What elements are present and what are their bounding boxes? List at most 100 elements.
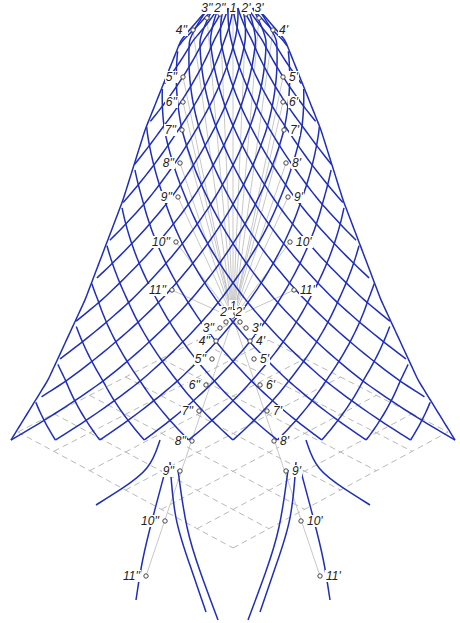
point-marker	[176, 195, 180, 199]
generatrix-line	[211, 8, 391, 321]
callout-number: 4'	[278, 24, 289, 36]
callout-number: 9''	[162, 465, 175, 477]
callout-number: 8'	[279, 435, 290, 447]
callout-number: 8''	[174, 435, 187, 447]
callout-number: 11'	[299, 284, 316, 296]
generatrix-line	[248, 470, 288, 620]
point-marker	[144, 574, 148, 578]
generatrix-line	[165, 8, 219, 84]
callout-number: 5'	[259, 353, 270, 365]
generatrix-line	[162, 89, 410, 440]
generatrix-line	[150, 8, 223, 121]
callout-number: 4''	[198, 335, 211, 347]
callout-number: 3''	[202, 322, 215, 334]
construction-dash	[233, 322, 448, 432]
callout-number: 5'	[288, 71, 299, 83]
point-marker	[286, 195, 290, 199]
callout-number: 5''	[165, 71, 178, 83]
point-marker	[190, 439, 194, 443]
generatrix-line	[411, 402, 431, 440]
callout-number: 9'	[291, 465, 302, 477]
callout-number: 2'	[235, 306, 246, 318]
generatrix-line	[42, 8, 278, 397]
callout-number: 9'	[293, 191, 304, 203]
generatrix-line	[366, 364, 408, 440]
callout-number: 10'	[306, 515, 324, 527]
point-marker	[205, 16, 209, 20]
construction-dash	[54, 414, 269, 529]
point-marker	[258, 383, 262, 387]
callout-number: 10''	[151, 236, 171, 248]
generatrix-line	[76, 8, 256, 321]
generatrix-line	[189, 8, 425, 397]
generatrix-line	[55, 89, 303, 440]
generatrix-line	[147, 127, 366, 440]
generatrix-line	[170, 462, 206, 612]
construction-dash	[197, 414, 412, 529]
generatrix-line	[228, 8, 356, 240]
point-marker	[174, 240, 178, 244]
callout-number: 10''	[140, 515, 160, 527]
callout-number: 3'	[251, 322, 262, 334]
callout-number: 3'	[254, 2, 265, 14]
callout-number: 7''	[181, 405, 194, 417]
callout-number: 11''	[148, 284, 167, 296]
construction-dash	[126, 377, 341, 490]
callout-number: 4'	[255, 335, 266, 347]
generatrix-line	[144, 170, 331, 440]
generatrix-line	[110, 8, 238, 240]
generatrix-line	[238, 8, 332, 165]
construction-dash	[161, 359, 376, 471]
point-marker	[181, 75, 185, 79]
point-marker	[272, 439, 276, 443]
callout-number: 8'	[291, 157, 302, 169]
point-marker	[288, 240, 292, 244]
generatrix-line	[200, 8, 406, 359]
point-marker	[214, 339, 218, 343]
callout-number: 9''	[160, 191, 173, 203]
point-marker	[181, 100, 185, 104]
point-marker	[197, 409, 201, 413]
point-marker	[224, 320, 228, 324]
callout-number: 4''	[175, 24, 188, 36]
projection-line	[182, 130, 233, 318]
construction-lines	[18, 12, 448, 576]
callout-number: 7'	[289, 124, 300, 136]
point-marker	[180, 128, 184, 132]
generatrix-line	[233, 8, 343, 202]
callout-number: 11'	[325, 570, 342, 582]
point-marker	[299, 519, 303, 523]
point-marker	[282, 128, 286, 132]
point-marker	[238, 320, 242, 324]
generatrix-line	[243, 8, 316, 121]
callout-number: 6''	[165, 96, 178, 108]
generatrix-line	[258, 8, 455, 440]
construction-dash	[233, 432, 448, 548]
point-marker	[252, 357, 256, 361]
point-marker	[271, 28, 275, 32]
generatrix-line	[178, 470, 218, 620]
generatrix-line	[58, 364, 100, 440]
callout-number: 7''	[164, 124, 177, 136]
point-marker	[244, 326, 248, 330]
point-markers	[144, 10, 322, 578]
point-marker	[204, 383, 208, 387]
point-marker	[265, 409, 269, 413]
generatrix-line	[97, 8, 246, 278]
point-marker	[191, 28, 195, 32]
point-marker	[284, 161, 288, 165]
generatrix-line	[135, 170, 322, 440]
point-marker	[210, 357, 214, 361]
generatrix-line	[134, 8, 228, 165]
callout-number: 6''	[188, 379, 201, 391]
point-marker	[281, 75, 285, 79]
callout-number: 8''	[162, 157, 175, 169]
point-marker	[318, 574, 322, 578]
generatrix-line	[176, 51, 455, 440]
callout-number: 6'	[288, 96, 299, 108]
callout-number: 1	[229, 2, 238, 14]
generatrix-line	[221, 8, 370, 278]
generatrix-line	[11, 51, 290, 440]
generatrix-line	[36, 402, 56, 440]
